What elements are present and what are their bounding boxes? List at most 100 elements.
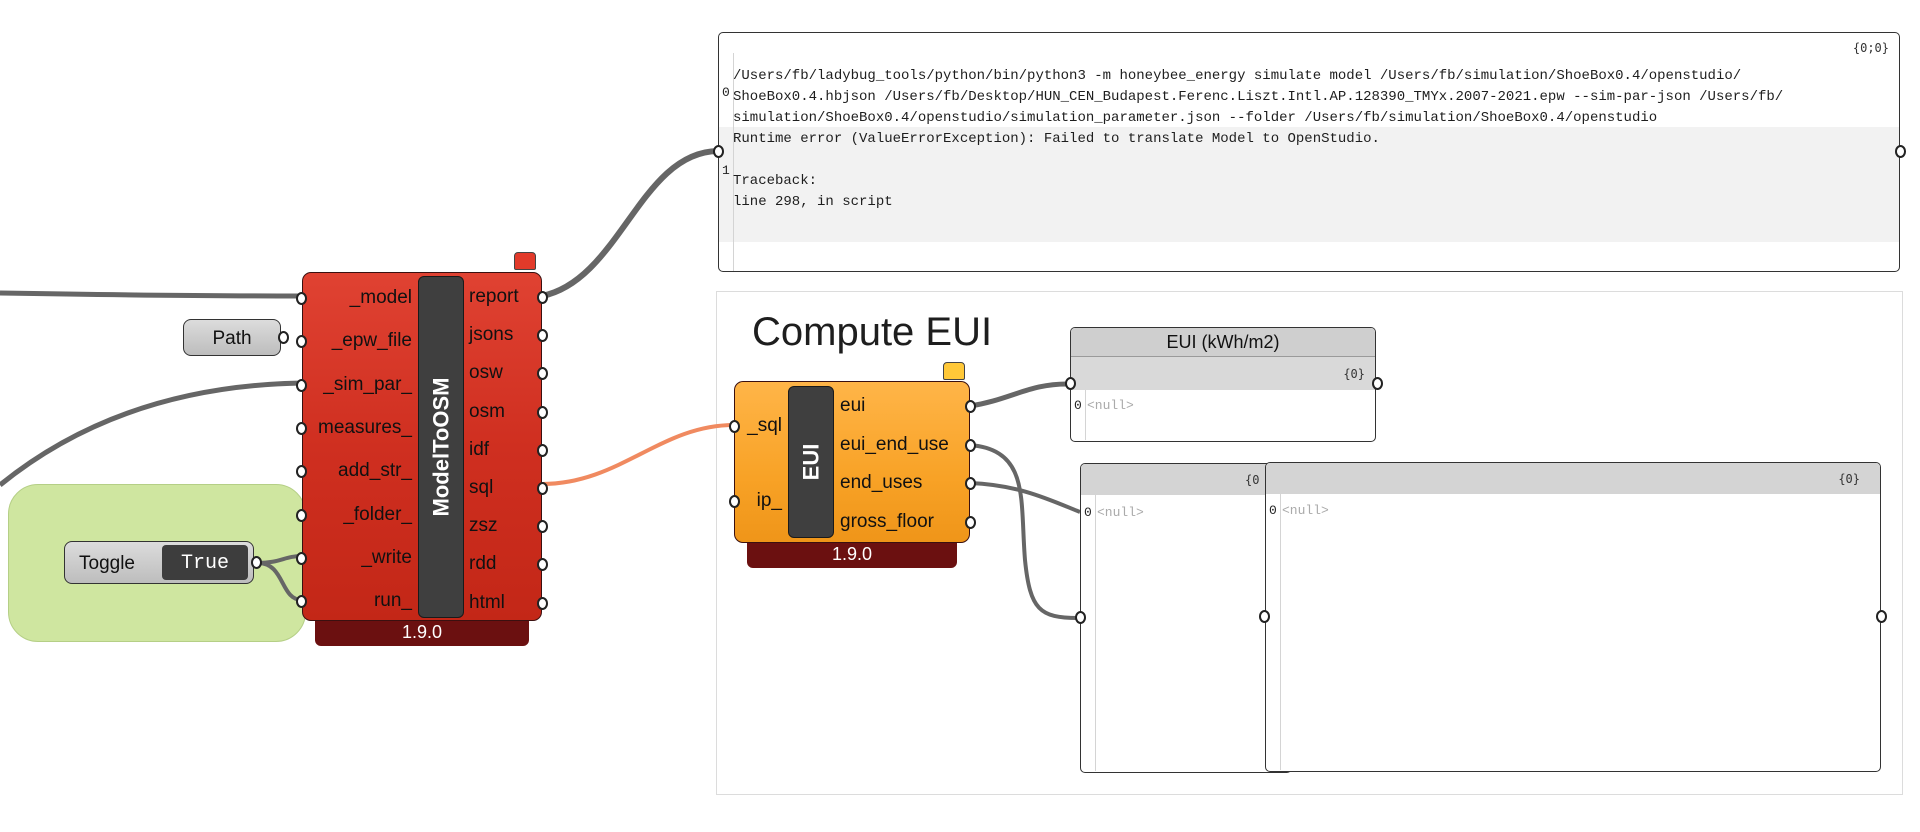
model-to-osm-output-osm-grip[interactable]	[537, 405, 548, 419]
eui-component[interactable]	[734, 381, 970, 543]
model-to-osm-input-run-port[interactable]: run_	[373, 590, 412, 612]
report-panel-output-grip[interactable]	[1895, 145, 1906, 158]
toggle-param[interactable]: Toggle True	[64, 541, 254, 584]
model-to-osm-output-jsons-port[interactable]: jsons	[469, 324, 514, 346]
model-to-osm-output-html-port[interactable]: html	[469, 591, 505, 613]
eui-panel-header	[1071, 328, 1375, 390]
path-param[interactable]: Path	[183, 319, 281, 356]
model-to-osm-output-idf-grip[interactable]	[537, 443, 548, 457]
wire-sql	[541, 423, 735, 486]
model-to-osm-input-addstr-port[interactable]: add_str_	[338, 460, 412, 482]
model-to-osm-input-folder-port[interactable]: _folder_	[343, 503, 412, 525]
eui-panel-index: 0	[1074, 398, 1082, 413]
toggle-value-box[interactable]: True	[162, 545, 248, 580]
eui-title-bar[interactable]: EUI	[788, 386, 834, 538]
eui-output-euienduse-grip[interactable]	[965, 438, 976, 452]
eui-panel-title: EUI (kWh/m2)	[1166, 332, 1280, 352]
wire-report	[541, 148, 719, 299]
report-panel[interactable]: {0;0} 0 1	[718, 32, 1900, 272]
model-to-osm-output-rdd-grip[interactable]	[537, 558, 548, 572]
model-to-osm-output-html-grip[interactable]	[537, 596, 548, 610]
eui-output-eui-port[interactable]: eui	[840, 395, 866, 416]
model-to-osm-version: 1.9.0	[315, 618, 529, 646]
gross-floor-panel-index: 0	[1269, 503, 1277, 518]
report-divider	[733, 53, 734, 271]
path-param-output-grip[interactable]	[278, 331, 289, 344]
model-to-osm-input-epwfile-grip[interactable]	[296, 335, 307, 349]
model-to-osm-input-model-grip[interactable]	[296, 292, 307, 305]
end-use-panel-header	[1081, 464, 1291, 495]
path-param-label: Path	[212, 328, 252, 349]
report-panel-input-grip[interactable]	[713, 145, 724, 158]
report-line: /Users/fb/ladybug_tools/python/bin/pytho…	[733, 68, 1742, 84]
gross-floor-panel-header	[1266, 463, 1880, 494]
model-to-osm-output-report-grip[interactable]	[537, 291, 548, 304]
report-index-1: 1	[722, 163, 730, 178]
eui-output-enduses-port[interactable]: end_uses	[840, 472, 923, 493]
model-to-osm-input-addstr-grip[interactable]	[296, 465, 307, 479]
toggle-label: Toggle	[79, 553, 135, 574]
model-to-osm-output-osw-port[interactable]: osw	[469, 362, 503, 384]
eui-panel-path: {0}	[1343, 367, 1365, 381]
eui-panel-value: <null>	[1087, 398, 1134, 413]
end-use-panel-index: 0	[1084, 505, 1092, 520]
end-use-panel-input-grip[interactable]	[1075, 611, 1086, 624]
gross-floor-panel-input-grip[interactable]	[1259, 610, 1270, 623]
report-line: Traceback:	[733, 173, 818, 189]
model-to-osm-input-folder-grip[interactable]	[296, 508, 307, 522]
wire-end-uses	[969, 481, 1081, 514]
eui-panel-input-grip[interactable]	[1065, 377, 1076, 390]
eui-panel[interactable]: EUI (kWh/m2) {0} 0 <null>	[1070, 327, 1376, 442]
gross-floor-panel-output-grip[interactable]	[1876, 610, 1887, 623]
wire-toggle-run	[257, 561, 303, 602]
model-to-osm-output-rdd-port[interactable]: rdd	[469, 553, 497, 575]
eui-output-euienduse-port[interactable]: eui_end_use	[840, 433, 949, 455]
model-to-osm-input-measures-port[interactable]: measures_	[318, 416, 412, 438]
eui-output-grossfloor-grip[interactable]	[965, 515, 976, 529]
eui-output-eui-grip[interactable]	[965, 400, 976, 413]
eui-title: EUI	[798, 443, 823, 481]
gross-floor-panel-path: {0}	[1838, 472, 1860, 486]
model-to-osm-output-osm-port[interactable]: osm	[469, 400, 505, 422]
model-to-osm-output-idf-port[interactable]: idf	[469, 438, 490, 460]
model-to-osm-input-run-grip[interactable]	[296, 595, 307, 609]
eui-output-enduses-grip[interactable]	[965, 477, 976, 490]
end-use-panel[interactable]: {0 0 <null>	[1080, 463, 1292, 773]
eui-output-grossfloor-port[interactable]: gross_floor	[840, 510, 934, 532]
end-use-panel-path: {0	[1245, 473, 1260, 487]
model-to-osm-output-zsz-grip[interactable]	[537, 520, 548, 534]
model-to-osm-output-osw-grip[interactable]	[537, 367, 548, 381]
report-line: ShoeBox0.4.hbjson /Users/fb/Desktop/HUN_…	[733, 89, 1784, 105]
warning-flag-icon[interactable]	[514, 252, 536, 270]
eui-input-sql-grip[interactable]	[729, 420, 740, 433]
model-to-osm-output-zsz-port[interactable]: zsz	[469, 515, 498, 537]
report-line: simulation/ShoeBox0.4/openstudio/simulat…	[733, 110, 1658, 126]
toggle-value: True	[180, 552, 229, 575]
model-to-osm-input-model-port[interactable]: _model	[349, 287, 412, 308]
toggle-output-grip[interactable]	[251, 556, 262, 569]
model-to-osm-input-write-port[interactable]: _write	[361, 546, 412, 568]
wire-eui-end-use	[969, 443, 1079, 620]
model-to-osm-output-sql-port[interactable]: sql	[469, 477, 494, 498]
eui-version: 1.9.0	[747, 540, 957, 568]
model-to-osm-output-jsons-grip[interactable]	[537, 329, 548, 343]
model-to-osm-output-report-port[interactable]: report	[469, 286, 519, 307]
group-label: Compute EUI	[752, 310, 993, 354]
model-to-osm-input-simpar-port[interactable]: _sim_par_	[323, 373, 412, 395]
info-flag-icon[interactable]	[943, 362, 965, 380]
eui-panel-output-grip[interactable]	[1372, 377, 1383, 390]
model-to-osm-title-bar[interactable]: ModelToOSM	[418, 276, 464, 618]
eui-input-sql-port[interactable]: _sql	[747, 415, 782, 436]
eui-input-ip-grip[interactable]	[729, 495, 740, 508]
report-line: Runtime error (ValueErrorException): Fai…	[733, 131, 1380, 147]
model-to-osm-input-measures-grip[interactable]	[296, 421, 307, 435]
model-to-osm-input-simpar-grip[interactable]	[296, 378, 307, 392]
model-to-osm-title: ModelToOSM	[428, 377, 454, 517]
report-error-highlight	[719, 127, 1899, 242]
model-to-osm-output-sql-grip[interactable]	[537, 482, 548, 495]
report-line: line 298, in script	[733, 194, 893, 210]
gross-floor-panel[interactable]: {0} 0 <null>	[1265, 462, 1881, 772]
model-to-osm-input-epwfile-port[interactable]: _epw_file	[331, 330, 412, 352]
model-to-osm-input-write-grip[interactable]	[296, 551, 307, 565]
eui-input-ip-port[interactable]: ip_	[756, 490, 782, 511]
